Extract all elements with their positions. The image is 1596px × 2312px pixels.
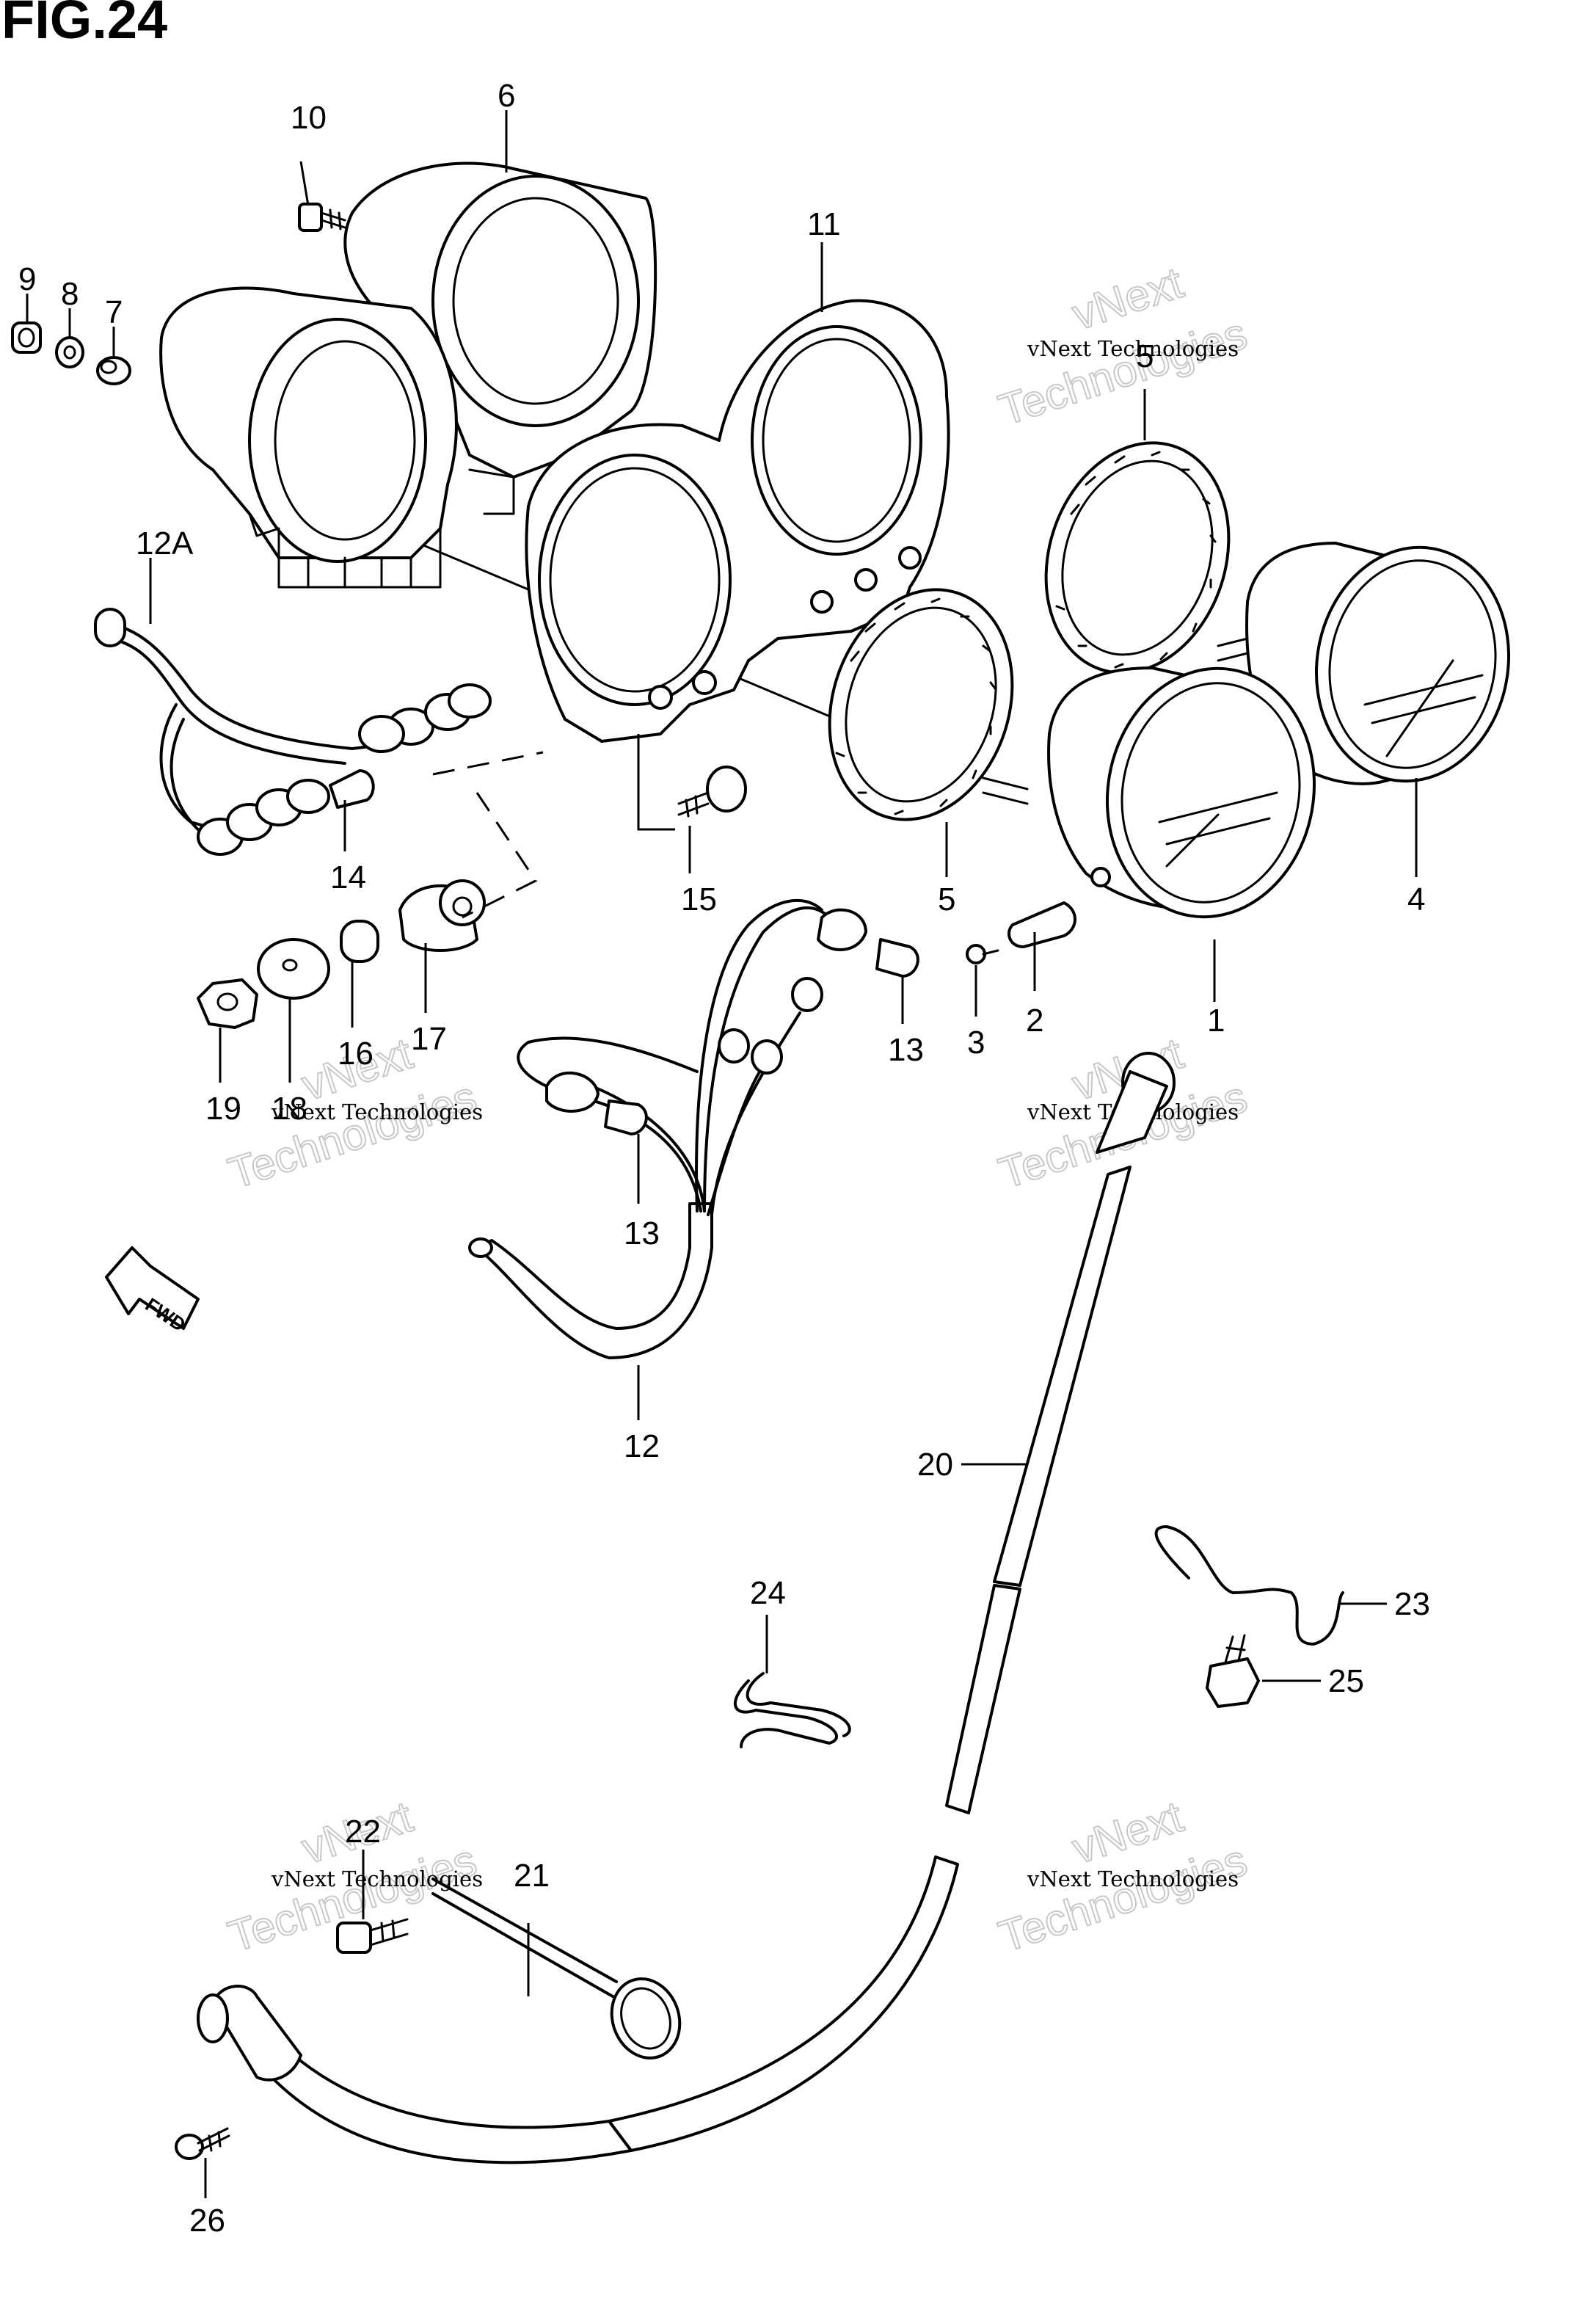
fwd-arrow-icon: FWD <box>105 1246 200 1336</box>
callout-11: 11 <box>807 206 841 242</box>
callout-21: 21 <box>514 1858 550 1894</box>
nut-part-19 <box>197 978 258 1029</box>
callout-5-front: 5 <box>938 881 955 917</box>
speedometer-cable-part-20 <box>197 1052 1176 2164</box>
gauge-part-1 <box>982 666 1316 919</box>
callout-25: 25 <box>1328 1663 1364 1699</box>
callout-18: 18 <box>272 1091 307 1127</box>
callout-16: 16 <box>338 1036 374 1072</box>
watermark-big-top: vNext <box>1066 258 1189 339</box>
grommet-part-17 <box>398 879 486 952</box>
callout-4: 4 <box>1407 881 1425 917</box>
watermark-group-bottom-right: vNext Technologies vNext Technologies <box>992 1791 1253 1962</box>
watermark-big-bottom: Technologies <box>993 308 1253 435</box>
watermark-label: vNext Technologies <box>271 1099 483 1124</box>
watermark-label: vNext Technologies <box>1027 336 1239 361</box>
callout-5-rear: 5 <box>1136 338 1154 374</box>
watermark-group-top-right: vNext Technologies vNext Technologies <box>992 257 1253 435</box>
wire-harness-part-12 <box>468 898 919 1359</box>
bolt-part-10 <box>298 203 346 232</box>
callout-12a: 12A <box>136 526 194 561</box>
wire-harness-part-12a <box>94 608 492 856</box>
callout-24: 24 <box>750 1575 786 1611</box>
leader-lines <box>26 110 1418 2198</box>
screw-part-26 <box>175 2127 230 2160</box>
screw-part-15 <box>677 766 747 818</box>
sleeve-part-16 <box>340 920 379 963</box>
callout-8: 8 <box>61 276 79 312</box>
bulb-socket-part-2 <box>1007 901 1076 948</box>
callout-19: 19 <box>205 1091 241 1127</box>
callout-14: 14 <box>330 859 366 895</box>
callout-23: 23 <box>1394 1586 1430 1622</box>
callout-7: 7 <box>105 294 123 330</box>
nut-part-9 <box>11 321 42 354</box>
washer-part-18 <box>257 938 330 1000</box>
meter-panel-part-11 <box>525 299 950 743</box>
bolt-part-22 <box>336 1918 409 1954</box>
callout-2: 2 <box>1026 1003 1043 1039</box>
callout-12: 12 <box>624 1428 660 1464</box>
figure-title: FIG.24 <box>1 0 167 50</box>
callout-13-right: 13 <box>888 1032 924 1068</box>
wire-clip-part-23 <box>1154 1525 1344 1646</box>
dashed-assembly-line <box>432 751 544 919</box>
callout-26: 26 <box>189 2203 225 2239</box>
callout-6: 6 <box>498 78 515 114</box>
callout-13-lower: 13 <box>624 1215 660 1251</box>
bolt-part-25 <box>1206 1634 1260 1708</box>
callout-10: 10 <box>291 100 327 136</box>
watermark-label: vNext Technologies <box>1027 1866 1239 1891</box>
clamp-part-21 <box>431 1877 682 2060</box>
callout-1: 1 <box>1207 1003 1225 1039</box>
retaining-ring-part-5-front <box>828 588 1014 821</box>
callout-20: 20 <box>917 1447 953 1483</box>
leader-15-path <box>637 734 675 831</box>
upper-cover-part-6 <box>159 161 657 589</box>
cable-guide-part-24 <box>733 1672 851 1748</box>
screw-part-3 <box>966 944 999 964</box>
retaining-ring-part-5-rear <box>1044 441 1231 675</box>
callout-9: 9 <box>18 261 36 297</box>
callout-3: 3 <box>967 1025 985 1061</box>
callout-15: 15 <box>681 881 717 917</box>
washer-part-8 <box>55 336 84 368</box>
grommet-part-7 <box>96 356 131 385</box>
callout-22: 22 <box>345 1814 381 1850</box>
callout-17: 17 <box>411 1021 447 1057</box>
callout-labels: 1 2 3 4 5 5 6 7 8 9 10 11 12 12A 13 13 1… <box>18 78 1430 2239</box>
